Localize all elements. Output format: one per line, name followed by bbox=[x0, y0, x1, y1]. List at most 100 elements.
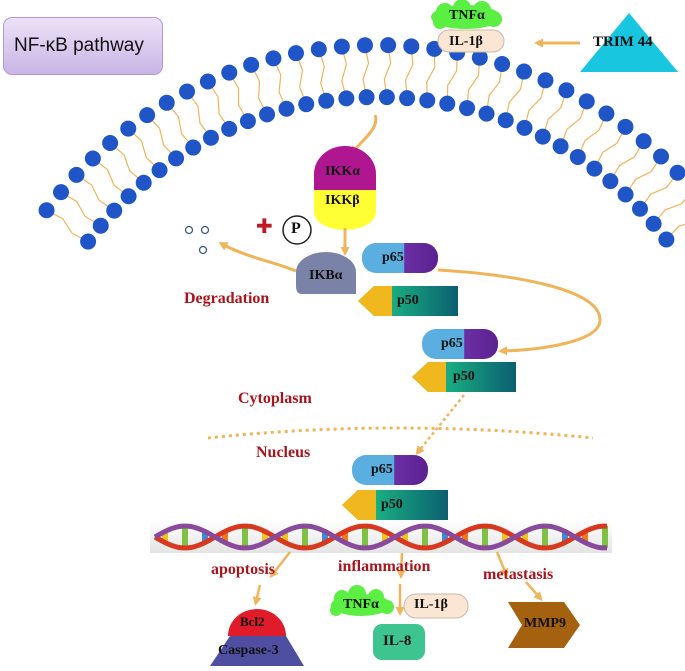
nuclear-envelope bbox=[207, 426, 594, 440]
lipid-tail bbox=[426, 48, 436, 101]
lipid-tail bbox=[466, 57, 481, 109]
base-pair bbox=[402, 531, 408, 543]
lipid-tail bbox=[341, 46, 348, 99]
il1b-top-label: IL-1β bbox=[449, 34, 483, 49]
phospholipid-head bbox=[158, 94, 175, 111]
lipid-tail bbox=[383, 45, 392, 98]
base-pair bbox=[502, 531, 508, 543]
phospholipid-head bbox=[497, 112, 514, 129]
phospholipid-head bbox=[602, 173, 619, 190]
phospholipid-head bbox=[459, 100, 476, 117]
phospholipid-head bbox=[399, 90, 416, 107]
lipid-tail bbox=[625, 156, 662, 195]
lipid-tail bbox=[665, 223, 685, 240]
ikba-label: IKBα bbox=[309, 268, 343, 283]
dna-to-apoptosis-arrow bbox=[269, 551, 291, 579]
phospholipid-head bbox=[135, 174, 152, 191]
phospholipid-head bbox=[338, 90, 355, 107]
base-pair bbox=[222, 531, 228, 543]
phospholipid-head bbox=[333, 38, 350, 55]
phospholipid-head bbox=[419, 92, 436, 109]
phospholipid-head bbox=[494, 55, 511, 72]
phospholipid-head bbox=[310, 41, 327, 58]
phospholipid-head bbox=[298, 96, 315, 113]
ikka-label: IKKα bbox=[325, 164, 361, 179]
degradation-dot bbox=[184, 225, 194, 235]
membrane-phospholipid-heads bbox=[38, 37, 685, 250]
phospholipid-head bbox=[578, 93, 595, 110]
phospholipid-head bbox=[617, 186, 634, 203]
lipid-tail bbox=[166, 102, 194, 148]
base-pair bbox=[602, 526, 608, 548]
phospholipid-head bbox=[569, 148, 586, 165]
bcl2-label: Bcl2 bbox=[240, 614, 265, 629]
phospholipid-head bbox=[516, 119, 533, 136]
tnfa-ligand-cloud bbox=[431, 0, 502, 29]
nucleus-label: Nucleus bbox=[256, 444, 311, 461]
phospholipid-head bbox=[92, 217, 109, 234]
base-pair bbox=[262, 531, 268, 543]
il1b-output-capsule bbox=[403, 593, 469, 619]
lipid-tail bbox=[250, 64, 268, 115]
phospholipid-head bbox=[631, 200, 648, 217]
translocation-arrow bbox=[437, 268, 602, 356]
mmp9-shape bbox=[508, 602, 580, 648]
phospholipid-head bbox=[139, 107, 156, 124]
phospholipid-head bbox=[185, 139, 202, 156]
nuclear-import-arrow bbox=[415, 394, 465, 456]
lipid-tail bbox=[318, 49, 327, 101]
lipid-tail bbox=[76, 174, 115, 212]
lipid-tail bbox=[505, 71, 525, 121]
phospholipid-head bbox=[658, 231, 675, 248]
phospholipid-head bbox=[558, 82, 575, 99]
caspase3-label: Caspase-3 bbox=[218, 643, 279, 658]
bcl2-shape bbox=[228, 609, 286, 636]
phospholipid-head bbox=[265, 50, 282, 67]
tnfa-output-cloud bbox=[330, 585, 394, 616]
base-pair bbox=[202, 531, 208, 543]
lipid-tail bbox=[46, 209, 89, 243]
phospholipid-head bbox=[439, 95, 456, 112]
phospholipid-head bbox=[645, 215, 662, 232]
p65-label-3: p65 bbox=[371, 462, 393, 477]
base-pair bbox=[362, 526, 368, 548]
phospholipid-head bbox=[635, 133, 652, 150]
phospholipid-head bbox=[102, 135, 119, 152]
lipid-tail bbox=[228, 72, 249, 122]
base-pair bbox=[182, 526, 188, 548]
base-pair bbox=[442, 531, 448, 543]
membrane-lipid-tails bbox=[46, 45, 685, 243]
p65-complex-1 bbox=[362, 243, 438, 273]
phospholipid-head bbox=[653, 148, 670, 165]
phospholipid-head bbox=[120, 120, 137, 137]
phospholipid-head bbox=[221, 120, 238, 137]
phospholipid-head bbox=[80, 233, 97, 250]
dna-to-metastasis-arrow bbox=[495, 551, 509, 578]
apoptosis-label: apoptosis bbox=[211, 561, 276, 578]
lipid-tail bbox=[485, 63, 503, 114]
p50-tip-complex-3 bbox=[342, 490, 376, 520]
trim44-triangle bbox=[580, 13, 678, 72]
base-pair bbox=[542, 526, 548, 548]
lipid-tail bbox=[146, 114, 177, 159]
lipid-tail bbox=[446, 52, 458, 104]
phospholipid-head bbox=[516, 63, 533, 80]
phospholipid-head bbox=[617, 118, 634, 135]
phosphate-label: P bbox=[291, 220, 301, 237]
base-pair bbox=[482, 526, 488, 548]
lipid-tail bbox=[404, 46, 414, 99]
dna-strand bbox=[153, 523, 607, 551]
inflammation-label: inflammation bbox=[338, 558, 431, 575]
base-pair bbox=[162, 531, 168, 543]
dna-strand bbox=[153, 523, 607, 551]
phospholipid-head bbox=[259, 106, 276, 123]
lipid-tail bbox=[523, 80, 547, 129]
cytoplasm-label: Cytoplasm bbox=[238, 390, 312, 407]
phospholipid-head bbox=[221, 64, 238, 81]
base-pair bbox=[462, 531, 468, 543]
apoptosis-to-bcl2-arrow bbox=[252, 584, 262, 606]
p50-label-2: p50 bbox=[453, 369, 475, 384]
il8-label: IL-8 bbox=[383, 633, 412, 649]
lipid-tail bbox=[560, 101, 588, 147]
lipid-tail bbox=[362, 45, 370, 98]
